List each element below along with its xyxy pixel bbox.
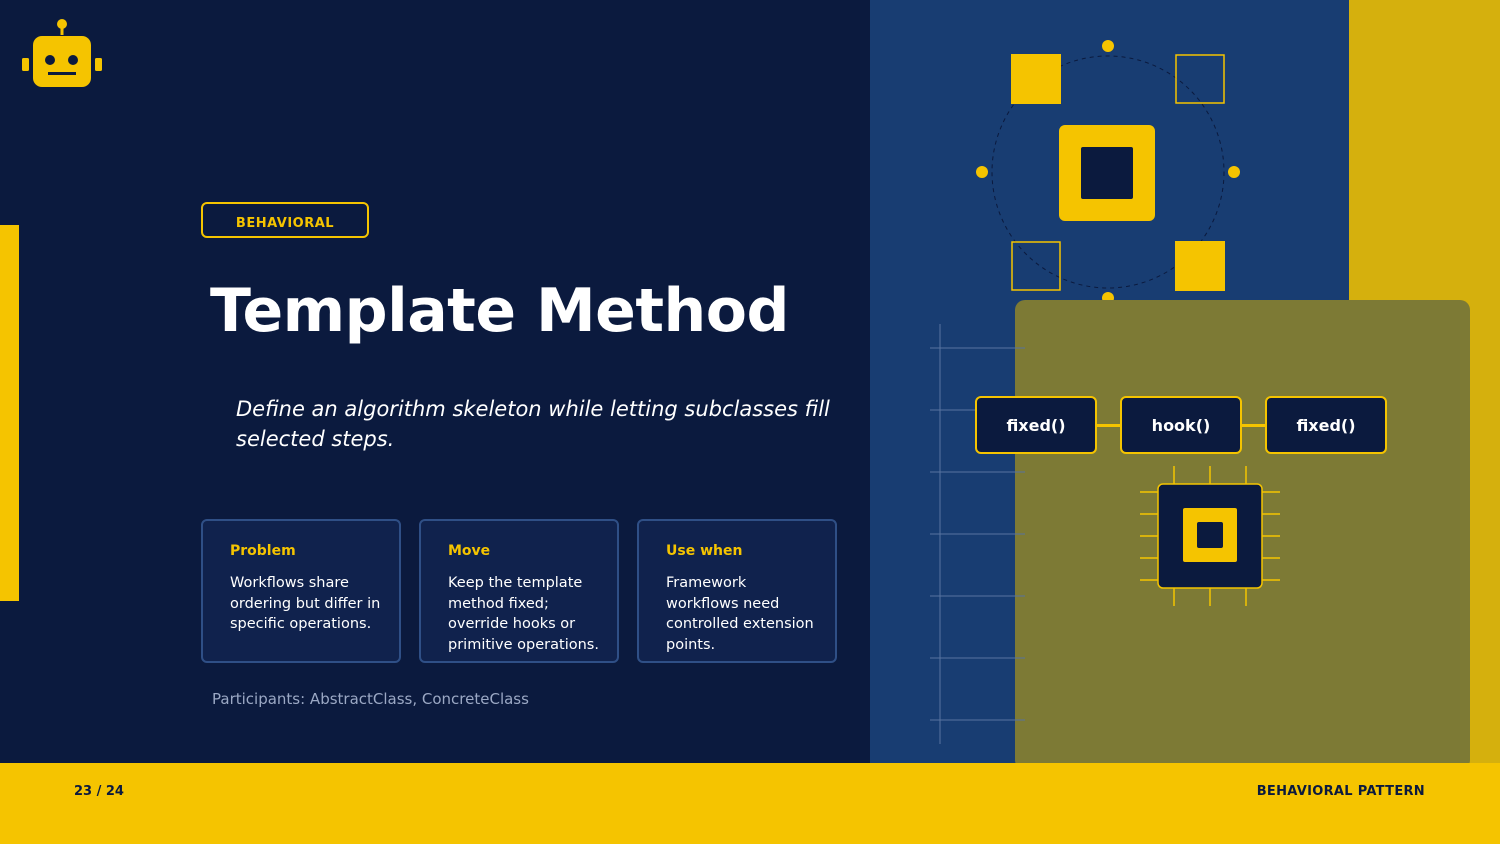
card-heading: Problem — [230, 543, 296, 559]
method-box-fixed-2: fixed() — [1265, 396, 1387, 454]
card-body: Workflows share ordering but differ in s… — [230, 575, 381, 632]
chip-icon — [1140, 466, 1280, 606]
page-number: 23 / 24 — [74, 784, 124, 799]
category-tag: BEHAVIORAL — [201, 202, 369, 238]
card-move: Move Keep the template method fixed; ove… — [419, 519, 619, 663]
card-body: Framework workflows need controlled exte… — [666, 575, 814, 653]
robot-icon — [22, 19, 102, 87]
orbit-illustration — [976, 40, 1240, 304]
method-box-fixed-1: fixed() — [975, 396, 1097, 454]
card-body: Keep the template method fixed; override… — [448, 575, 599, 653]
method-connector — [1096, 424, 1122, 427]
card-heading: Move — [448, 543, 491, 559]
slide-title: Template Method — [210, 276, 789, 346]
card-problem: Problem Workflows share ordering but dif… — [201, 519, 401, 663]
grid-lines — [930, 324, 1025, 744]
footer-bar — [0, 763, 1500, 844]
participants-note: Participants: AbstractClass, ConcreteCla… — [212, 690, 529, 708]
slide-subtitle: Define an algorithm skeleton while letti… — [236, 397, 830, 451]
left-accent-bar — [0, 225, 19, 601]
method-connector — [1241, 424, 1267, 427]
card-heading: Use when — [666, 543, 743, 559]
footer-label: BEHAVIORAL PATTERN — [1256, 784, 1425, 799]
method-box-hook: hook() — [1120, 396, 1242, 454]
card-use-when: Use when Framework workflows need contro… — [637, 519, 837, 663]
